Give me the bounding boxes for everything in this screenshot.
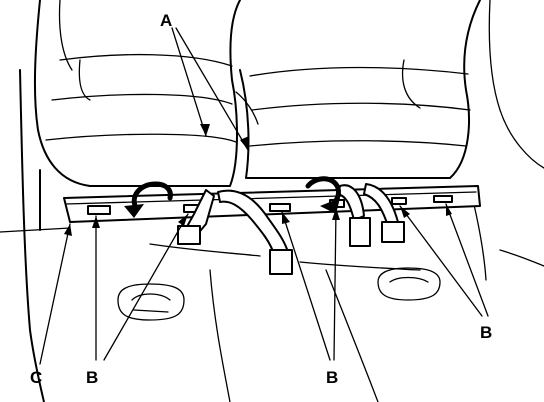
leader-lines [39,27,489,365]
callout-b-left: B [86,368,98,387]
floor-lines [0,69,544,402]
seat-backs [33,0,544,187]
buckle [269,249,293,275]
curved-rotation-arrow-icon [124,181,173,218]
buckle [381,221,405,243]
clip-slot [433,195,453,203]
floor-recesses [117,267,441,321]
callout-b-right: B [480,323,492,342]
callout-a: A [160,11,172,30]
callout-c: C [30,368,42,387]
buckle [349,217,371,247]
curved-rotation-arrow-icon [305,176,341,214]
buckle [177,225,201,245]
callout-b-center: B [326,368,338,387]
clip-slot [269,203,291,212]
clip-slot [87,205,111,215]
clip-slot [391,197,407,205]
seat-belt-buckles [177,183,405,275]
